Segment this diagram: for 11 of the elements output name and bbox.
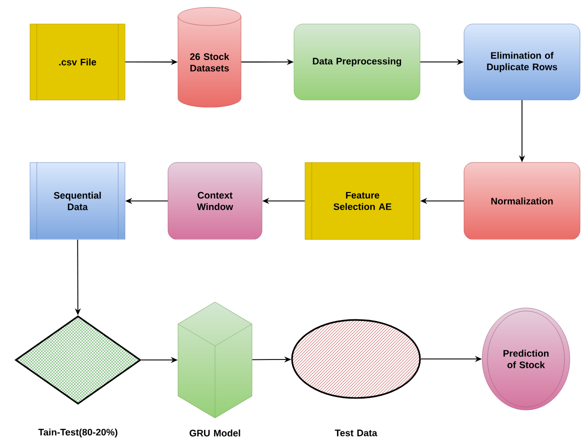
process-box: Data Preprocessing <box>294 24 420 100</box>
node-label: Tain-Test(80-20%) <box>38 428 118 438</box>
node-label: GRU Model <box>190 430 240 436</box>
process-box: .csv File <box>30 24 126 100</box>
process-box: Context Window <box>168 162 262 240</box>
process-box: Sequential Data <box>30 162 126 240</box>
process-box: Feature Selection AE <box>304 162 420 240</box>
node-label: Test Data <box>334 430 378 436</box>
database-cylinder: 26 Stock Datasets <box>178 7 242 108</box>
process-box: Elimination of Duplicate Rows <box>464 24 580 100</box>
process-box: Normalization <box>464 162 580 240</box>
